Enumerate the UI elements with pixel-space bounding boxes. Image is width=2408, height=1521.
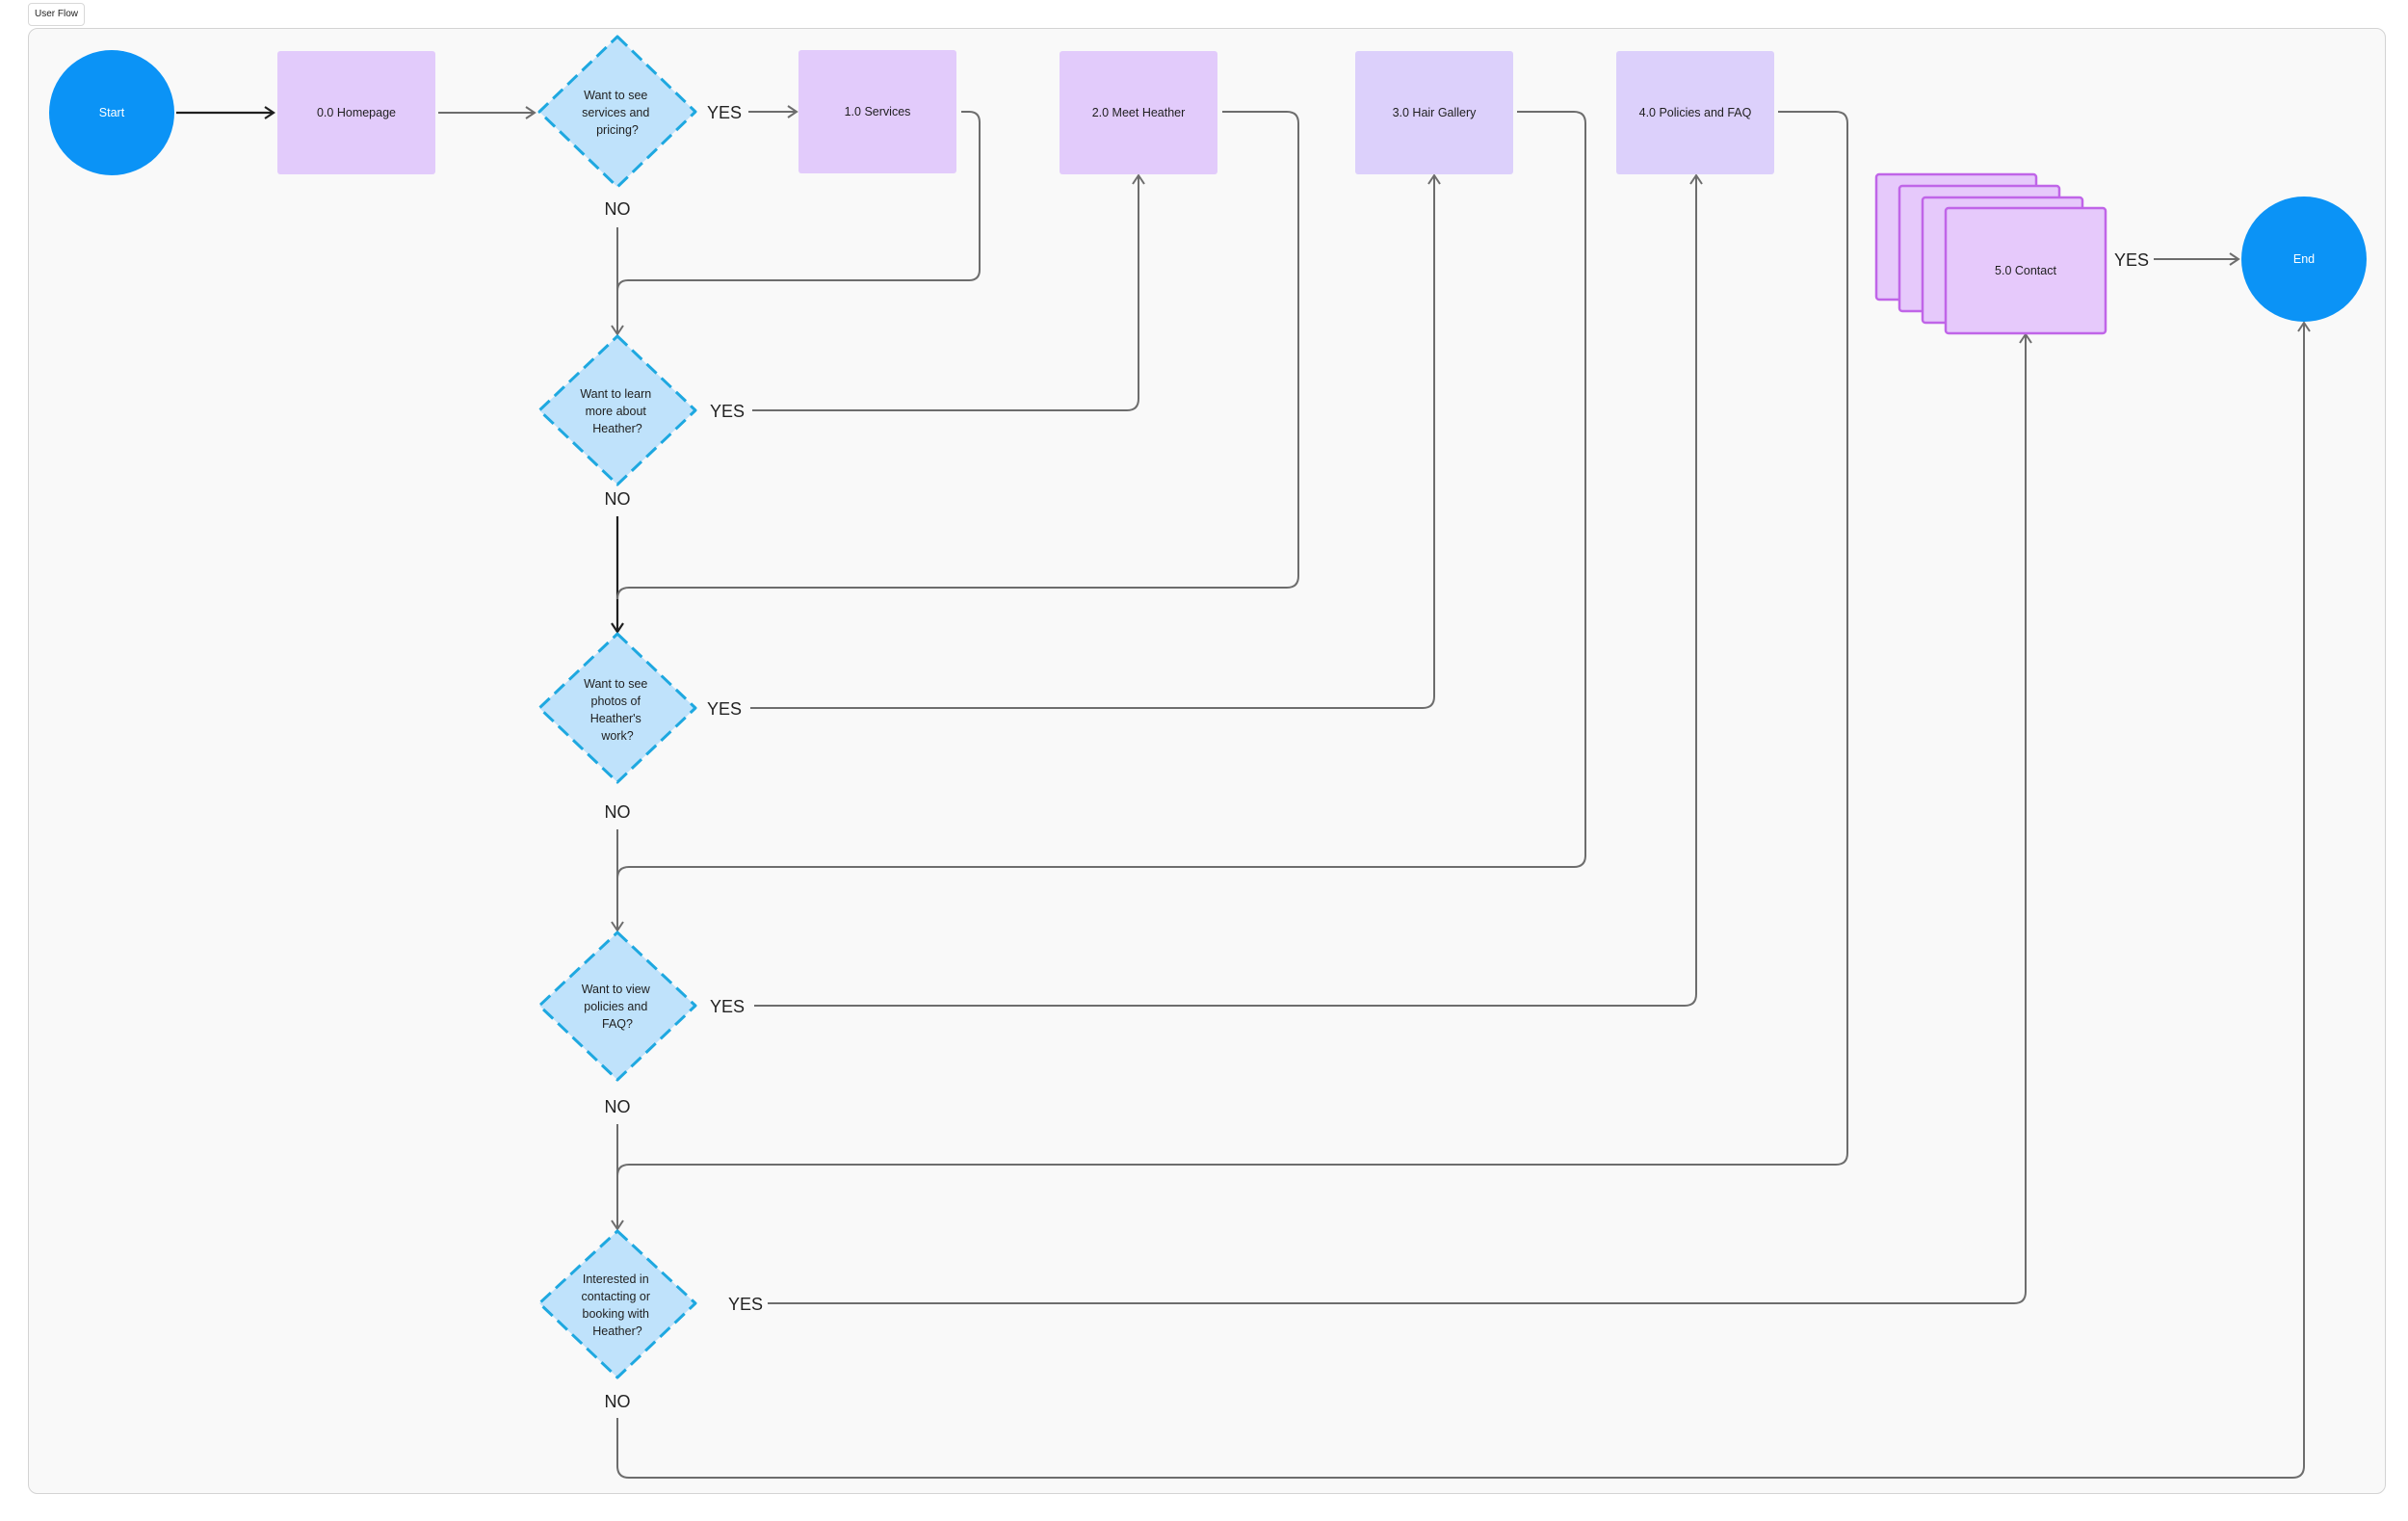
decision-line: contacting or xyxy=(581,1290,650,1303)
decision-contact-booking-text: Interested in contacting or booking with… xyxy=(581,1272,653,1338)
decision-policies-faq-text: Want to view policies and FAQ? xyxy=(582,983,654,1031)
decision-line: Want to learn xyxy=(580,387,651,401)
no-label: NO xyxy=(605,489,631,509)
decision-policies-faq[interactable]: Want to view policies and FAQ? xyxy=(537,931,697,1082)
yes-label: YES xyxy=(710,402,745,421)
decision-line: Heather? xyxy=(592,1324,641,1338)
contact-label: 5.0 Contact xyxy=(1995,264,2056,277)
contact-node[interactable]: 5.0 Contact xyxy=(1874,172,2107,335)
no-label: NO xyxy=(605,1097,631,1116)
policies-node[interactable]: 4.0 Policies and FAQ xyxy=(1616,51,1774,174)
yes-label: YES xyxy=(707,699,742,719)
edge-policies-down xyxy=(616,111,1848,1177)
policies-label: 4.0 Policies and FAQ xyxy=(1639,106,1752,119)
decision-line: photos of xyxy=(591,695,641,708)
start-label: Start xyxy=(99,106,125,119)
yes-label: YES xyxy=(728,1295,763,1314)
homepage-node[interactable]: 0.0 Homepage xyxy=(277,51,435,174)
homepage-label: 0.0 Homepage xyxy=(317,106,396,119)
services-label: 1.0 Services xyxy=(845,105,911,118)
edge-gallery-down xyxy=(616,111,1586,879)
decision-learn-heather[interactable]: Want to learn more about Heather? xyxy=(537,334,697,486)
decision-line: pricing? xyxy=(596,123,639,137)
decision-line: Want to see xyxy=(584,89,647,102)
meet-heather-node[interactable]: 2.0 Meet Heather xyxy=(1060,51,1217,174)
edge-d2-yes-meet xyxy=(752,173,1145,411)
decision-line: work? xyxy=(600,729,633,743)
decision-services-pricing[interactable]: Want to see services and pricing? xyxy=(537,35,697,189)
edge-d4-yes-policies xyxy=(754,173,1703,1007)
decision-line: booking with xyxy=(583,1307,650,1321)
edge-services-down xyxy=(616,111,981,292)
no-label: NO xyxy=(605,199,631,219)
decision-photos-work-text: Want to see photos of Heather's work? xyxy=(584,677,651,743)
decision-line: Want to view xyxy=(582,983,651,996)
decision-line: FAQ? xyxy=(602,1017,633,1031)
meet-heather-label: 2.0 Meet Heather xyxy=(1092,106,1186,119)
no-label: NO xyxy=(605,802,631,822)
decision-line: Interested in xyxy=(583,1272,649,1286)
yes-label: YES xyxy=(2114,250,2149,270)
hair-gallery-node[interactable]: 3.0 Hair Gallery xyxy=(1355,51,1513,174)
edge-d5-yes-contact xyxy=(768,332,2032,1304)
yes-label: YES xyxy=(710,997,745,1016)
no-label: NO xyxy=(605,1392,631,1411)
services-node[interactable]: 1.0 Services xyxy=(798,50,956,173)
decision-line: Heather's xyxy=(590,712,641,725)
end-node[interactable]: End xyxy=(2241,197,2367,322)
edge-labels: YES NO YES NO YES NO YES NO YES NO YES xyxy=(605,103,2150,1411)
yes-label: YES xyxy=(707,103,742,122)
edge-d5-no-end xyxy=(616,321,2311,1479)
frame-title[interactable]: User Flow xyxy=(28,3,86,26)
decision-line: policies and xyxy=(584,1000,647,1013)
contact-stack-front xyxy=(1944,206,2107,335)
edges xyxy=(176,105,2311,1479)
decision-services-pricing-text: Want to see services and pricing? xyxy=(582,89,653,137)
decision-learn-heather-text: Want to learn more about Heather? xyxy=(580,387,654,435)
edge-meet-down xyxy=(616,111,1299,600)
decision-photos-work[interactable]: Want to see photos of Heather's work? xyxy=(537,632,697,784)
decision-line: services and xyxy=(582,106,649,119)
hair-gallery-label: 3.0 Hair Gallery xyxy=(1393,106,1478,119)
decision-line: Want to see xyxy=(584,677,647,691)
start-node[interactable]: Start xyxy=(49,50,174,175)
edge-d3-yes-gallery xyxy=(750,173,1441,709)
decision-line: more about xyxy=(586,405,647,418)
end-label: End xyxy=(2293,252,2315,266)
decision-line: Heather? xyxy=(592,422,641,435)
decision-contact-booking[interactable]: Interested in contacting or booking with… xyxy=(537,1229,697,1379)
